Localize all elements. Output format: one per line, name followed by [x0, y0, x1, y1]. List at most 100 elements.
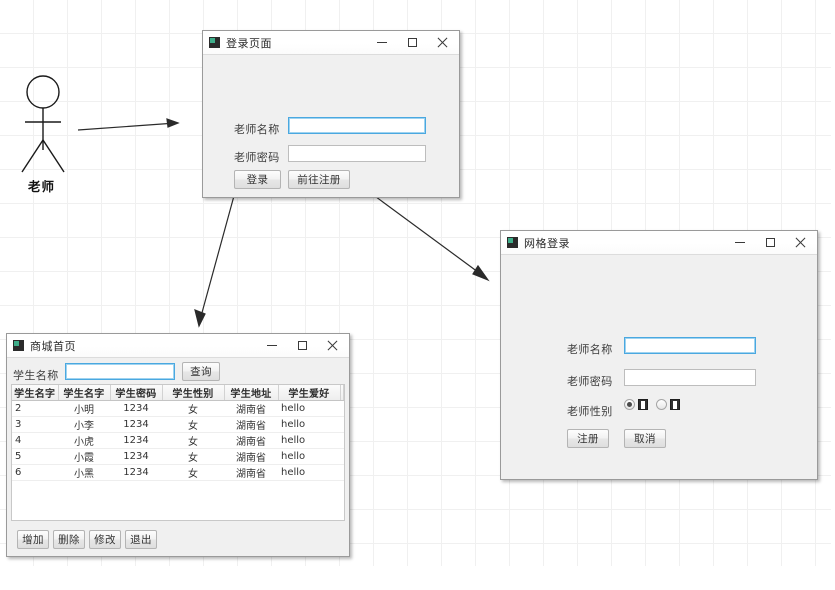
cell-gender: 女 [162, 464, 224, 481]
register-window-titlebar[interactable]: 网格登录 [501, 231, 817, 255]
close-icon[interactable] [427, 32, 457, 54]
gender-radio-male-label [638, 399, 648, 410]
cell-name: 小明 [58, 400, 110, 417]
cell-hobby: hello [278, 416, 340, 433]
register-teacher-password-label: 老师密码 [567, 375, 613, 388]
cell-filler [340, 464, 344, 481]
cell-hobby: hello [278, 432, 340, 449]
edit-button[interactable]: 修改 [89, 530, 121, 549]
login-window-titlebar[interactable]: 登录页面 [203, 31, 459, 55]
login-window[interactable]: 登录页面 老师名称 老师密码 登录 前往注册 [202, 30, 460, 198]
home-window-controls[interactable] [257, 335, 347, 357]
register-teacher-name-label: 老师名称 [567, 343, 613, 356]
table-row[interactable]: 5 小霞 1234 女 湖南省 hello [12, 448, 344, 465]
column-header[interactable]: 学生地址 [224, 385, 279, 401]
gender-radio-female[interactable] [656, 399, 667, 410]
table-header-row: 学生名字 学生名字 学生密码 学生性别 学生地址 学生爱好 [12, 385, 344, 401]
column-header[interactable]: 学生名字 [12, 385, 59, 401]
maximize-button[interactable] [287, 335, 317, 357]
minimize-button[interactable] [725, 232, 755, 254]
cell-password: 1234 [110, 448, 162, 465]
app-icon [209, 37, 220, 48]
column-header[interactable]: 学生爱好 [278, 385, 341, 401]
home-window-titlebar[interactable]: 商城首页 [7, 334, 349, 358]
cell-address: 湖南省 [224, 464, 278, 481]
app-icon [13, 340, 24, 351]
register-cancel-button[interactable]: 取消 [624, 429, 666, 448]
app-icon [507, 237, 518, 248]
teacher-password-label: 老师密码 [234, 151, 280, 164]
column-header[interactable]: 学生性别 [162, 385, 225, 401]
cell-hobby: hello [278, 464, 340, 481]
table-row[interactable]: 4 小虎 1234 女 湖南省 hello [12, 432, 344, 449]
cell-gender: 女 [162, 448, 224, 465]
cell-gender: 女 [162, 400, 224, 417]
column-header[interactable]: 学生名字 [58, 385, 111, 401]
table-row[interactable]: 2 小明 1234 女 湖南省 hello [12, 400, 344, 417]
register-window-title: 网格登录 [524, 236, 570, 250]
gender-radio-male[interactable] [624, 399, 635, 410]
cell-filler [340, 400, 344, 417]
cell-gender: 女 [162, 432, 224, 449]
cell-hobby: hello [278, 400, 340, 417]
column-header-filler [340, 385, 344, 401]
cell-address: 湖南省 [224, 448, 278, 465]
student-table-grid: 学生名字 学生名字 学生密码 学生性别 学生地址 学生爱好 2 小明 [12, 385, 344, 481]
table-row[interactable]: 3 小李 1234 女 湖南省 hello [12, 416, 344, 433]
cell-gender: 女 [162, 416, 224, 433]
cell-filler [340, 416, 344, 433]
close-icon[interactable] [785, 232, 815, 254]
search-input[interactable] [65, 363, 175, 380]
actor-label: 老师 [28, 179, 56, 194]
teacher-name-input[interactable] [288, 117, 426, 134]
home-window[interactable]: 商城首页 学生名称 查询 学生名字 [6, 333, 350, 557]
cell-address: 湖南省 [224, 400, 278, 417]
gender-radio-female-label [670, 399, 680, 410]
maximize-button[interactable] [397, 32, 427, 54]
cell-filler [340, 448, 344, 465]
minimize-button[interactable] [367, 32, 397, 54]
cell-password: 1234 [110, 400, 162, 417]
cell-password: 1234 [110, 432, 162, 449]
login-window-body: 老师名称 老师密码 登录 前往注册 [203, 55, 459, 197]
login-window-controls[interactable] [367, 32, 457, 54]
column-header[interactable]: 学生密码 [110, 385, 163, 401]
register-window-body: 老师名称 老师密码 老师性别 注册 取消 [501, 255, 817, 479]
maximize-button[interactable] [755, 232, 785, 254]
gender-radio-group[interactable] [624, 399, 688, 410]
cell-name: 小霞 [58, 448, 110, 465]
register-window[interactable]: 网格登录 老师名称 老师密码 老师性别 注册 取消 [500, 230, 818, 480]
home-window-title: 商城首页 [30, 339, 76, 353]
register-teacher-name-input[interactable] [624, 337, 756, 354]
register-window-controls[interactable] [725, 232, 815, 254]
close-icon[interactable] [317, 335, 347, 357]
student-name-label: 学生名称 [13, 369, 59, 382]
register-gender-label: 老师性别 [567, 405, 613, 418]
register-teacher-password-input[interactable] [624, 369, 756, 386]
add-button[interactable]: 增加 [17, 530, 49, 549]
login-button[interactable]: 登录 [234, 170, 281, 189]
teacher-password-input[interactable] [288, 145, 426, 162]
goto-register-button[interactable]: 前往注册 [288, 170, 350, 189]
cell-address: 湖南省 [224, 432, 278, 449]
delete-button[interactable]: 删除 [53, 530, 85, 549]
teacher-name-label: 老师名称 [234, 123, 280, 136]
exit-button[interactable]: 退出 [125, 530, 157, 549]
cell-name: 小虎 [58, 432, 110, 449]
cell-hobby: hello [278, 448, 340, 465]
cell-password: 1234 [110, 416, 162, 433]
cell-id: 4 [12, 432, 58, 449]
minimize-button[interactable] [257, 335, 287, 357]
table-row[interactable]: 6 小黑 1234 女 湖南省 hello [12, 464, 344, 481]
cell-id: 2 [12, 400, 58, 417]
register-submit-button[interactable]: 注册 [567, 429, 609, 448]
cell-id: 5 [12, 448, 58, 465]
login-window-title: 登录页面 [226, 36, 272, 50]
home-window-body: 学生名称 查询 学生名字 学生名字 学生密码 学生性别 [7, 358, 349, 556]
student-table[interactable]: 学生名字 学生名字 学生密码 学生性别 学生地址 学生爱好 2 小明 [11, 384, 345, 521]
search-button[interactable]: 查询 [182, 362, 220, 381]
cell-address: 湖南省 [224, 416, 278, 433]
cell-name: 小李 [58, 416, 110, 433]
cell-id: 6 [12, 464, 58, 481]
